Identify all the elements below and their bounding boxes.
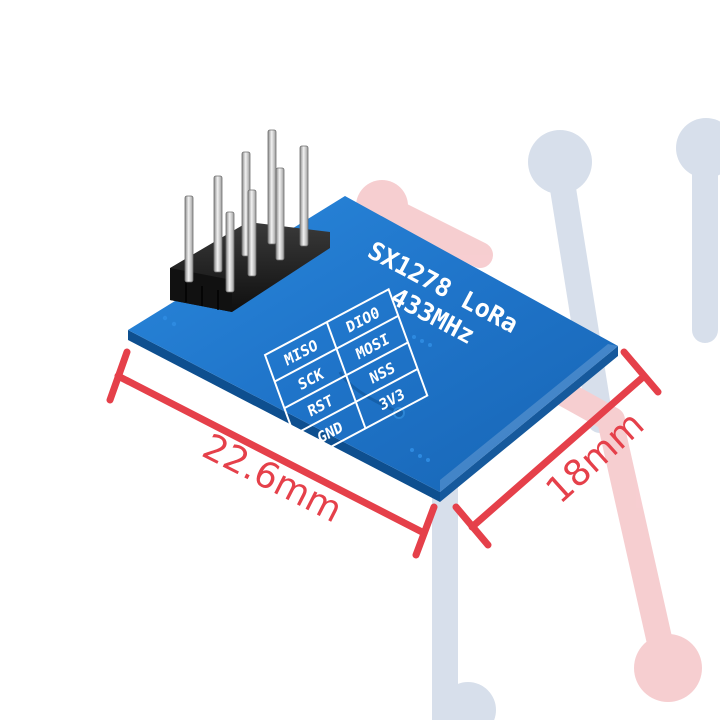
header-pin — [267, 129, 277, 245]
pcb-edge-front — [128, 330, 440, 502]
bg-blue-dot — [676, 118, 720, 178]
header-pin — [275, 167, 285, 261]
bg-red-dot — [634, 634, 702, 702]
header-pin — [184, 195, 194, 283]
dimension-width — [106, 348, 438, 559]
bg-red-line — [597, 407, 678, 678]
pcb-vias — [162, 315, 432, 462]
bg-blue-line — [547, 157, 613, 433]
header-housing-dividers — [185, 282, 219, 310]
bg-blue-dot — [440, 682, 496, 720]
header-pin — [247, 189, 257, 277]
pcb-edge-right — [440, 346, 618, 502]
header-pin — [299, 145, 309, 247]
dimension-depth — [452, 348, 662, 549]
bg-blue-dot — [528, 130, 592, 194]
lora-pcb: MISO DIO0 SCK MOSI RST NSS GND 3V3 SX127… — [128, 129, 618, 502]
pin-header — [170, 129, 330, 312]
header-pin — [213, 175, 223, 273]
header-pin — [225, 211, 235, 293]
pcb-edge-highlight — [440, 344, 618, 492]
